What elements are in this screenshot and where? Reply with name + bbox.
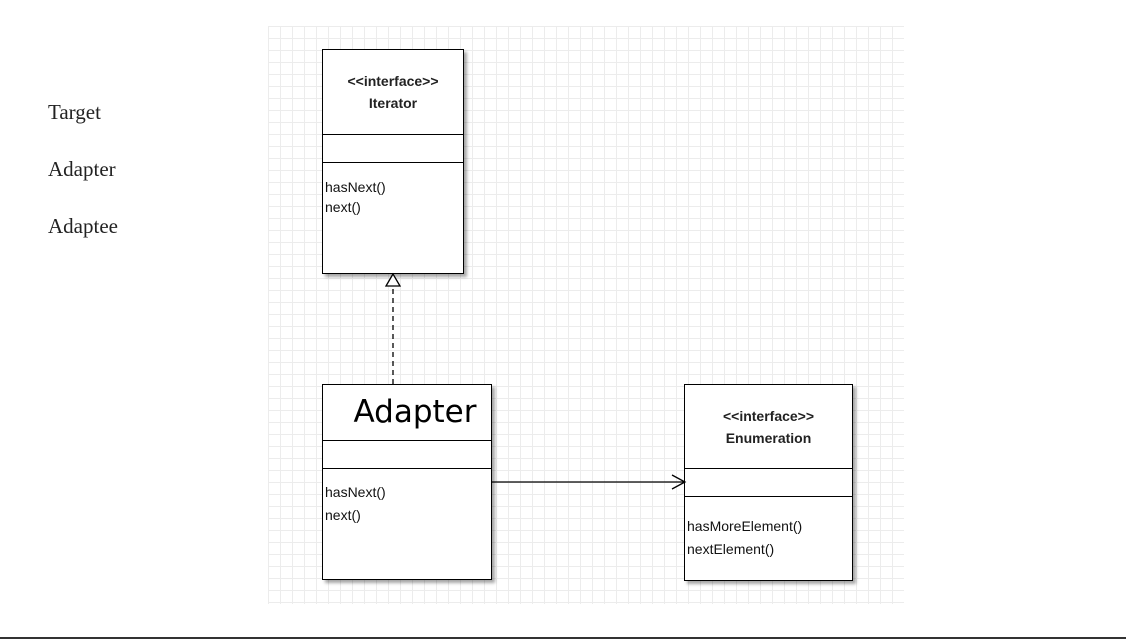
adapter-operation: hasNext() xyxy=(325,484,386,500)
iterator-operation: hasNext() xyxy=(325,179,386,195)
enumeration-operations-compartment: hasMoreElement() nextElement() xyxy=(685,497,852,561)
association-arrowhead xyxy=(671,474,687,490)
legend-item-adaptee: Adaptee xyxy=(48,214,118,238)
adapter-name-compartment: Adapter xyxy=(323,385,491,441)
iterator-operations-compartment: hasNext() next() xyxy=(323,163,463,217)
adapter-operation: next() xyxy=(325,507,361,523)
legend-item-target: Target xyxy=(48,100,101,124)
enumeration-operation: nextElement() xyxy=(687,541,775,557)
iterator-class-box[interactable]: <<interface>> Iterator hasNext() next() xyxy=(322,49,464,274)
enumeration-stereotype: <<interface>> xyxy=(722,408,815,424)
adapter-operations-compartment: hasNext() next() xyxy=(323,469,491,527)
enumeration-name-compartment: <<interface>> Enumeration xyxy=(685,385,852,469)
iterator-operation: next() xyxy=(325,199,361,215)
realization-arrowhead xyxy=(384,272,402,287)
legend: Target Adapter Adaptee xyxy=(48,84,118,255)
adapter-attributes-compartment xyxy=(323,441,491,469)
enumeration-attributes-compartment xyxy=(685,469,852,497)
adapter-class-name: Adapter xyxy=(353,394,477,430)
iterator-stereotype: <<interface>> xyxy=(347,73,439,89)
bottom-divider xyxy=(0,637,1126,639)
enumeration-class-box[interactable]: <<interface>> Enumeration hasMoreElement… xyxy=(684,384,853,581)
legend-item-adapter: Adapter xyxy=(48,157,116,181)
iterator-attributes-compartment xyxy=(323,135,463,163)
enumeration-operation: hasMoreElement() xyxy=(687,518,803,534)
iterator-class-name: Iterator xyxy=(368,95,418,111)
enumeration-class-name: Enumeration xyxy=(725,430,812,446)
adapter-class-box[interactable]: Adapter hasNext() next() xyxy=(322,384,492,580)
iterator-name-compartment: <<interface>> Iterator xyxy=(323,50,463,135)
